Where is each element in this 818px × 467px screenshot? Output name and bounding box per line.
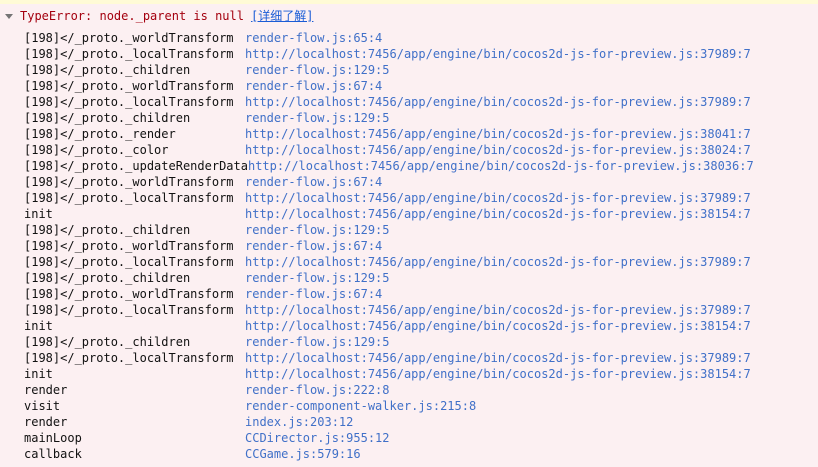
frame-function-name: [198]</_proto._render <box>24 127 176 141</box>
stack-frame-row: [198]</_proto._children render-flow.js:1… <box>0 62 818 78</box>
frame-location-link[interactable]: http://localhost:7456/app/engine/bin/coc… <box>245 351 751 365</box>
frame-location-link[interactable]: render-flow.js:65:4 <box>245 31 383 45</box>
frame-function-name: [198]</_proto._children <box>24 335 191 349</box>
stack-frame-row: [198]</_proto._localTransform http://loc… <box>0 350 818 366</box>
frame-location-link[interactable]: http://localhost:7456/app/engine/bin/coc… <box>245 367 751 381</box>
frame-location-link[interactable]: render-flow.js:67:4 <box>245 287 383 301</box>
stack-frame-row: [198]</_proto._color http://localhost:74… <box>0 142 818 158</box>
frame-function-name: init <box>24 207 53 221</box>
stack-frame-row: [198]</_proto._localTransform http://loc… <box>0 46 818 62</box>
frame-location-link[interactable]: render-flow.js:67:4 <box>245 79 383 93</box>
frame-function-name: [198]</_proto._localTransform <box>24 255 234 269</box>
stack-frame-row: [198]</_proto._children render-flow.js:1… <box>0 334 818 350</box>
frame-location-link[interactable]: render-flow.js:129:5 <box>245 223 390 237</box>
stack-frame-row: [198]</_proto._worldTransform render-flo… <box>0 30 818 46</box>
frame-function-name: [198]</_proto._updateRenderData <box>24 159 248 173</box>
stack-frame-row: init http://localhost:7456/app/engine/bi… <box>0 366 818 382</box>
stack-frame-row: init http://localhost:7456/app/engine/bi… <box>0 206 818 222</box>
stack-frame-row: [198]</_proto._render http://localhost:7… <box>0 126 818 142</box>
stack-frame-row: [198]</_proto._children render-flow.js:1… <box>0 110 818 126</box>
error-message-text: TypeError: node._parent is null <box>20 9 244 23</box>
triangle-down-icon[interactable] <box>5 14 13 19</box>
stack-frame-row: visit render-component-walker.js:215:8 <box>0 398 818 414</box>
frame-function-name: render <box>24 383 68 397</box>
frame-function-name: callback <box>24 447 82 461</box>
frame-function-name: init <box>24 367 53 381</box>
stack-frame-row: [198]</_proto._worldTransform render-flo… <box>0 78 818 94</box>
stack-trace: [198]</_proto._worldTransform render-flo… <box>0 30 818 462</box>
frame-location-link[interactable]: render-flow.js:67:4 <box>245 239 383 253</box>
frame-location-link[interactable]: http://localhost:7456/app/engine/bin/coc… <box>245 303 751 317</box>
frame-location-link[interactable]: render-flow.js:67:4 <box>245 175 383 189</box>
frame-location-link[interactable]: http://localhost:7456/app/engine/bin/coc… <box>245 95 751 109</box>
frame-function-name: render <box>24 415 68 429</box>
frame-location-link[interactable]: render-flow.js:129:5 <box>245 111 390 125</box>
frame-location-link[interactable]: http://localhost:7456/app/engine/bin/coc… <box>245 191 751 205</box>
frame-function-name: [198]</_proto._localTransform <box>24 191 234 205</box>
frame-location-link[interactable]: http://localhost:7456/app/engine/bin/coc… <box>245 207 751 221</box>
stack-frame-row: mainLoop CCDirector.js:955:12 <box>0 430 818 446</box>
frame-function-name: [198]</_proto._localTransform <box>24 351 234 365</box>
frame-location-link[interactable]: render-flow.js:222:8 <box>245 383 390 397</box>
stack-frame-row: [198]</_proto._worldTransform render-flo… <box>0 174 818 190</box>
frame-function-name: [198]</_proto._localTransform <box>24 303 234 317</box>
frame-location-link[interactable]: CCGame.js:579:16 <box>245 447 361 461</box>
stack-frame-row: callback CCGame.js:579:16 <box>0 446 818 462</box>
stack-frame-row: [198]</_proto._localTransform http://loc… <box>0 302 818 318</box>
frame-function-name: [198]</_proto._children <box>24 111 191 125</box>
console-error-message-row: TypeError: node._parent is null [详细了解] <box>0 4 818 24</box>
frame-function-name: [198]</_proto._worldTransform <box>24 175 234 189</box>
stack-frame-row: [198]</_proto._updateRenderData http://l… <box>0 158 818 174</box>
frame-function-name: [198]</_proto._worldTransform <box>24 239 234 253</box>
stack-frame-row: [198]</_proto._worldTransform render-flo… <box>0 238 818 254</box>
frame-function-name: [198]</_proto._worldTransform <box>24 79 234 93</box>
frame-function-name: [198]</_proto._children <box>24 223 191 237</box>
frame-location-link[interactable]: http://localhost:7456/app/engine/bin/coc… <box>245 319 751 333</box>
frame-location-link[interactable]: render-component-walker.js:215:8 <box>245 399 477 413</box>
stack-frame-row: render index.js:203:12 <box>0 414 818 430</box>
frame-function-name: [198]</_proto._worldTransform <box>24 287 234 301</box>
frame-function-name: visit <box>24 399 61 413</box>
frame-location-link[interactable]: render-flow.js:129:5 <box>245 271 390 285</box>
frame-location-link[interactable]: render-flow.js:129:5 <box>245 63 390 77</box>
frame-function-name: [198]</_proto._children <box>24 63 191 77</box>
frame-location-link[interactable]: http://localhost:7456/app/engine/bin/coc… <box>245 127 751 141</box>
stack-frame-row: [198]</_proto._children render-flow.js:1… <box>0 222 818 238</box>
adjacent-warning-row-strip <box>0 0 818 4</box>
frame-function-name: [198]</_proto._worldTransform <box>24 31 234 45</box>
frame-function-name: [198]</_proto._localTransform <box>24 47 234 61</box>
frame-function-name: [198]</_proto._color <box>24 143 169 157</box>
frame-location-link[interactable]: http://localhost:7456/app/engine/bin/coc… <box>245 47 751 61</box>
frame-function-name: [198]</_proto._localTransform <box>24 95 234 109</box>
frame-function-name: mainLoop <box>24 431 82 445</box>
frame-location-link[interactable]: http://localhost:7456/app/engine/bin/coc… <box>245 143 751 157</box>
stack-frame-row: [198]</_proto._localTransform http://loc… <box>0 190 818 206</box>
frame-location-link[interactable]: http://localhost:7456/app/engine/bin/coc… <box>245 255 751 269</box>
learn-more-link[interactable]: [详细了解] <box>250 9 314 23</box>
stack-frame-row: [198]</_proto._localTransform http://loc… <box>0 94 818 110</box>
frame-location-link[interactable]: CCDirector.js:955:12 <box>245 431 390 445</box>
stack-frame-row: [198]</_proto._localTransform http://loc… <box>0 254 818 270</box>
stack-frame-row: [198]</_proto._worldTransform render-flo… <box>0 286 818 302</box>
frame-function-name: [198]</_proto._children <box>24 271 191 285</box>
frame-location-link[interactable]: render-flow.js:129:5 <box>245 335 390 349</box>
frame-function-name: init <box>24 319 53 333</box>
frame-location-link[interactable]: index.js:203:12 <box>245 415 354 429</box>
stack-frame-row: [198]</_proto._children render-flow.js:1… <box>0 270 818 286</box>
stack-frame-row: render render-flow.js:222:8 <box>0 382 818 398</box>
stack-frame-row: init http://localhost:7456/app/engine/bi… <box>0 318 818 334</box>
frame-location-link[interactable]: http://localhost:7456/app/engine/bin/coc… <box>247 159 754 173</box>
